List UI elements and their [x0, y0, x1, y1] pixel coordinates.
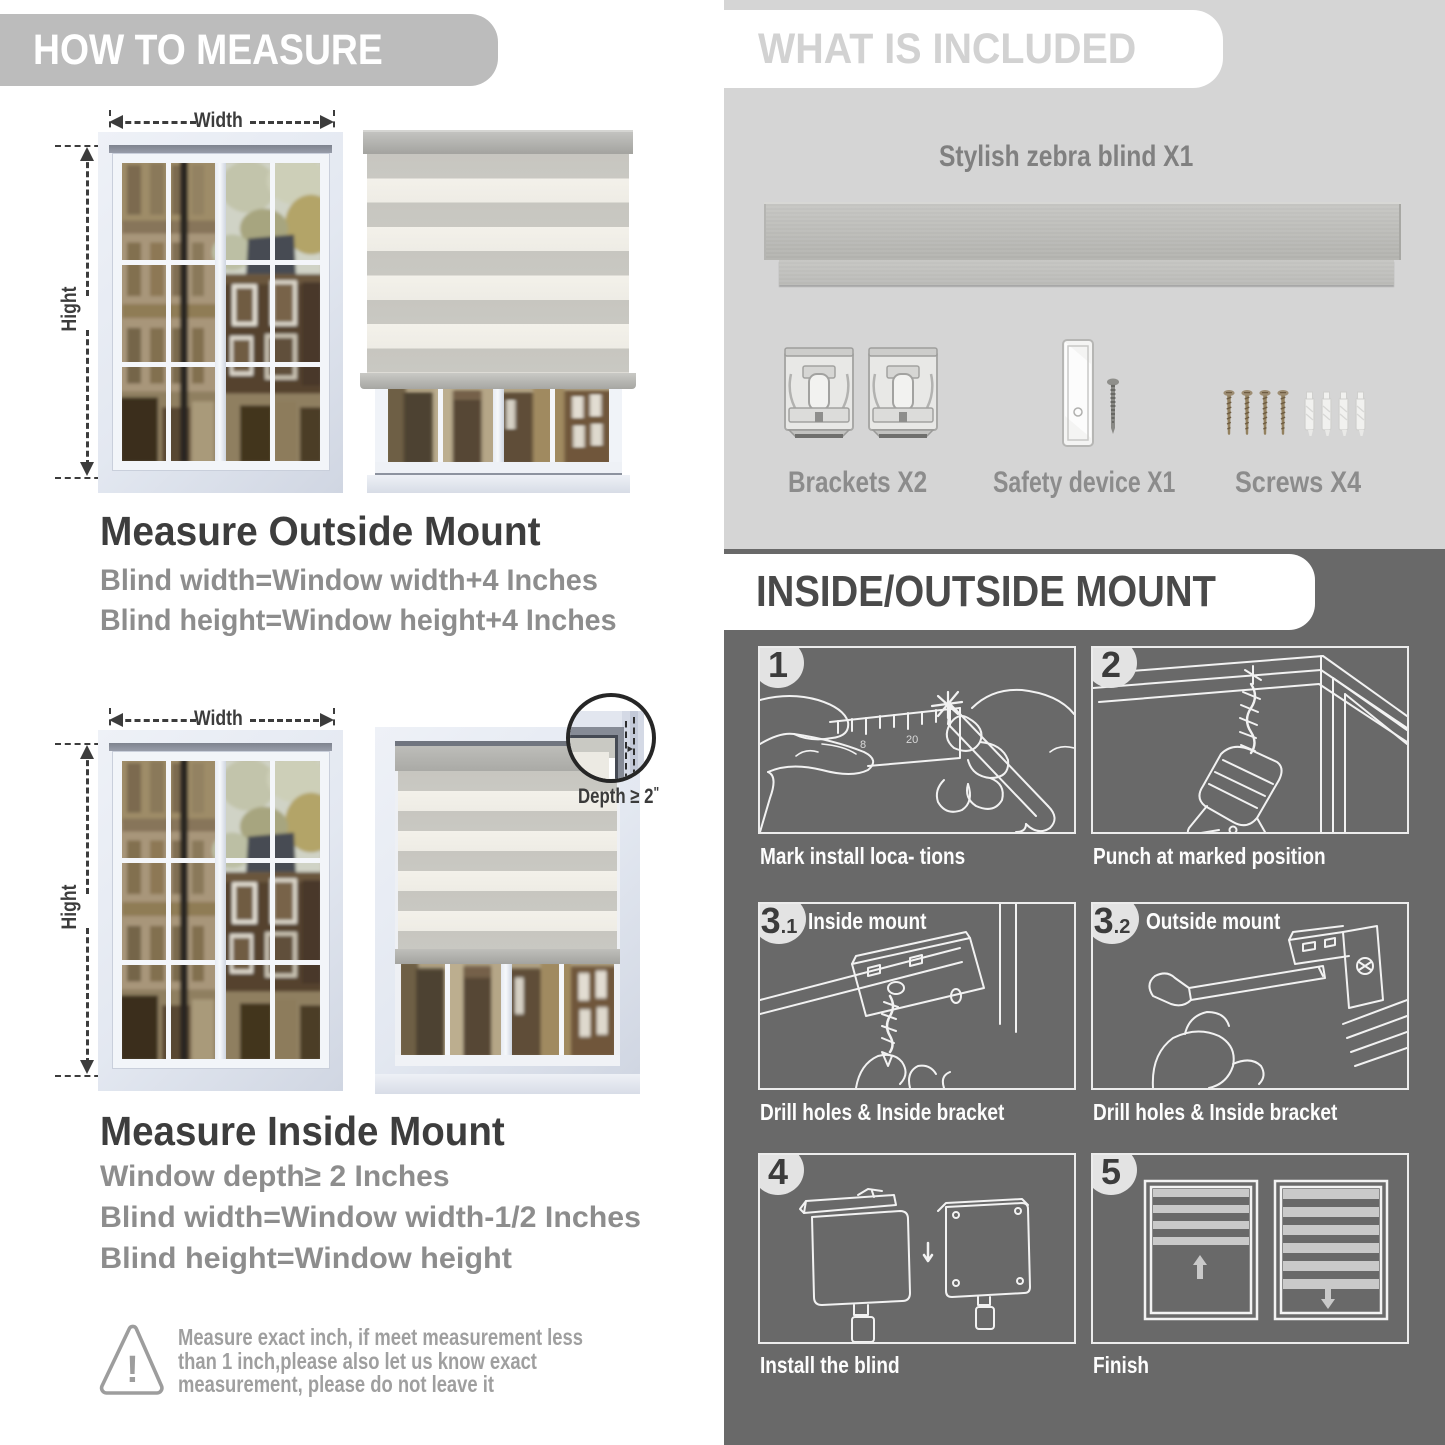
svg-text:!: ! — [126, 1349, 139, 1391]
